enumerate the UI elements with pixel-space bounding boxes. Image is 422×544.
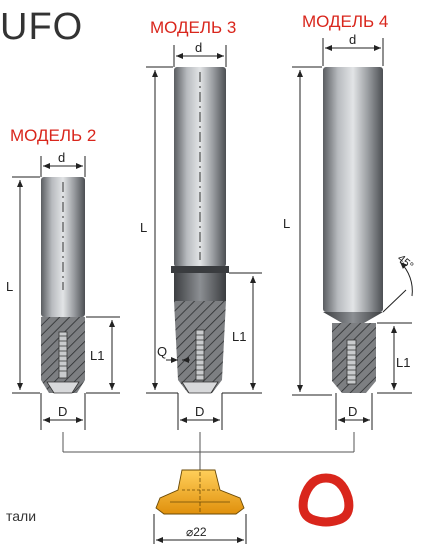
m2-L-label: L [6,279,13,294]
m4-d-label: d [349,32,356,47]
model-4-label: МОДЕЛЬ 4 [302,12,389,31]
m4-L1-label: L1 [396,355,410,370]
m4-L-label: L [283,216,290,231]
model-2-tool [41,177,85,394]
m4-D-label: D [348,404,357,419]
brand-title: UFO [0,6,84,48]
model-4-tool [323,67,383,393]
model-4-dimensions [292,38,413,430]
connector-bracket [62,432,355,470]
footer-text: тали [6,508,37,524]
model-2-label: МОДЕЛЬ 2 [10,126,97,145]
m3-D-label: D [195,404,204,419]
model-3-label: МОДЕЛЬ 3 [150,18,237,37]
m4-angle-label: 45° [395,253,415,273]
m3-Q-label: Q [157,344,167,359]
m3-d-label: d [195,40,202,55]
m2-L1-label: L1 [90,348,104,363]
model-3-dimensions [146,45,262,430]
m3-L-label: L [140,220,147,235]
m2-D-label: D [58,404,67,419]
m2-d-label: d [58,150,65,165]
m3-L1-label: L1 [232,329,246,344]
model-2-dimensions [12,156,120,430]
insert-drawing [153,469,247,544]
insert-diameter-label: ⌀22 [186,525,207,539]
triangle-profile-icon [298,473,354,527]
model-3-tool [171,67,229,394]
